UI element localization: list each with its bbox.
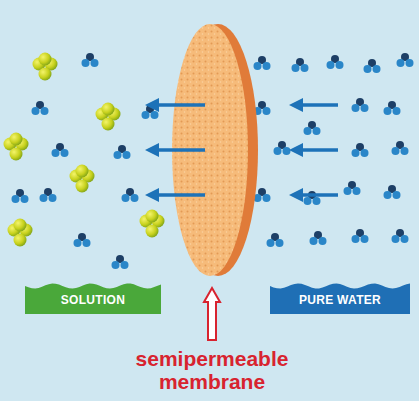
water-molecule: [32, 101, 49, 115]
pure-water-band: PURE WATER: [270, 282, 410, 314]
water-molecule: [74, 233, 91, 247]
water-molecule: [112, 255, 129, 269]
water-molecule: [292, 58, 309, 72]
water-molecule: [254, 188, 271, 202]
water-molecule: [40, 188, 57, 202]
water-molecule: [114, 145, 131, 159]
solute-molecule: [140, 210, 165, 238]
solute-molecule: [8, 219, 33, 247]
water-molecule: [122, 188, 139, 202]
solute-molecule: [4, 133, 29, 161]
water-molecule: [142, 105, 159, 119]
water-molecule: [52, 143, 69, 157]
water-molecule: [352, 229, 369, 243]
water-molecule: [392, 229, 409, 243]
water-molecule: [364, 59, 381, 73]
membrane-label: semipermeable membrane: [117, 347, 307, 393]
water-molecule: [352, 98, 369, 112]
water-molecule: [352, 143, 369, 157]
solute-molecule: [96, 103, 121, 131]
water-molecule: [397, 53, 414, 67]
water-molecule: [344, 181, 361, 195]
band-label: PURE WATER: [299, 289, 381, 307]
water-molecule: [304, 121, 321, 135]
water-molecule: [327, 55, 344, 69]
water-molecule: [384, 185, 401, 199]
water-molecule: [274, 141, 291, 155]
solution-band: SOLUTION: [25, 282, 161, 314]
band-label: SOLUTION: [61, 289, 125, 307]
water-molecule: [384, 101, 401, 115]
flow-arrows: [152, 105, 338, 195]
water-molecule: [392, 141, 409, 155]
water-molecule: [12, 189, 29, 203]
water-molecule: [267, 233, 284, 247]
water-molecule: [254, 56, 271, 70]
solute-molecule: [33, 53, 58, 81]
water-molecule: [82, 53, 99, 67]
pointer-arrow: [204, 288, 220, 340]
solute-molecule: [70, 165, 95, 193]
water-molecule: [304, 191, 321, 205]
water-molecule: [310, 231, 327, 245]
